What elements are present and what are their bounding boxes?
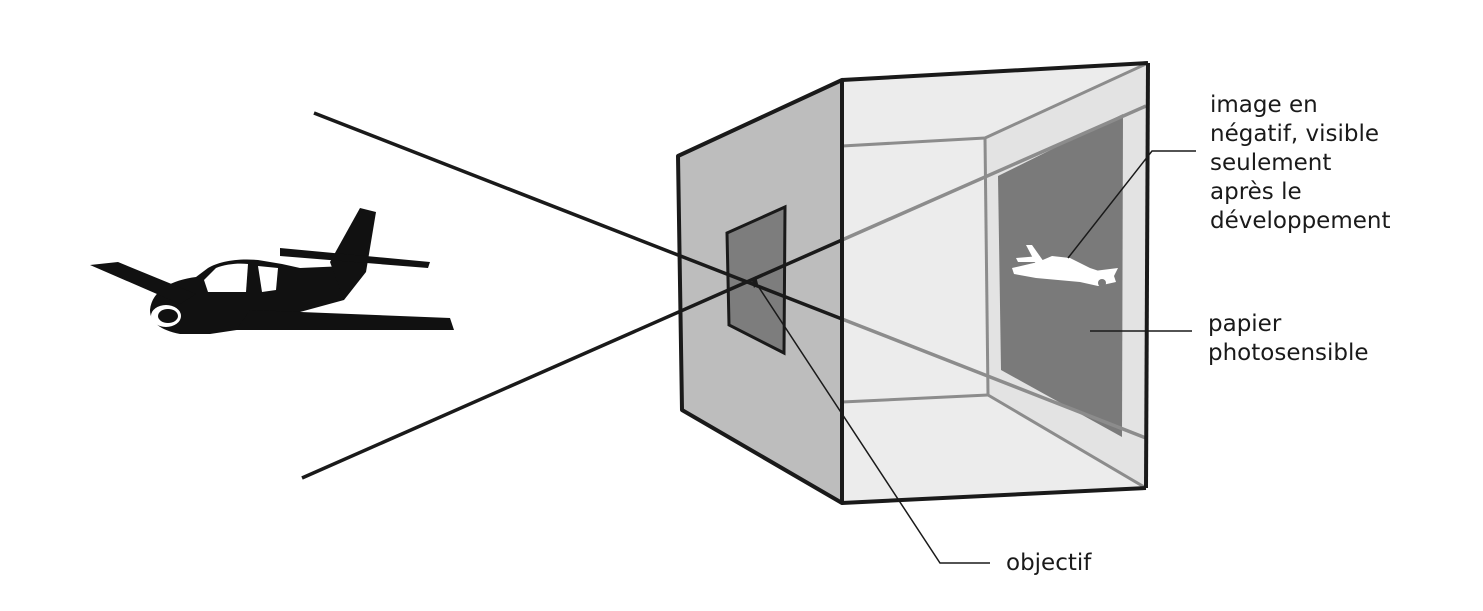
image-negative-line-4: après le — [1210, 179, 1302, 205]
airplane-windows — [204, 263, 278, 292]
image-negative-label: image en négatif, visible seulement aprè… — [1210, 91, 1390, 236]
box-outline — [676, 61, 1150, 505]
lens-label-text: objectif — [1006, 550, 1092, 576]
airplane-icon — [90, 208, 454, 334]
engine-intake-inner — [158, 309, 178, 323]
box-inner-edges — [841, 61, 1149, 490]
photosensitive-paper-line-2: photosensible — [1208, 340, 1369, 366]
image-negative-line-2: négatif, visible — [1210, 121, 1380, 147]
image-negative-line-3: seulement — [1210, 150, 1332, 176]
leader-lines — [755, 150, 1196, 564]
lens-label: objectif — [1006, 549, 1091, 578]
inverted-airplane-icon — [1012, 245, 1118, 287]
image-negative-line-1: image en — [1210, 92, 1318, 118]
image-negative-line-5: développement — [1210, 208, 1391, 234]
photosensitive-paper-label: papier photosensible — [1208, 310, 1369, 368]
photosensitive-paper-line-1: papier — [1208, 311, 1282, 337]
